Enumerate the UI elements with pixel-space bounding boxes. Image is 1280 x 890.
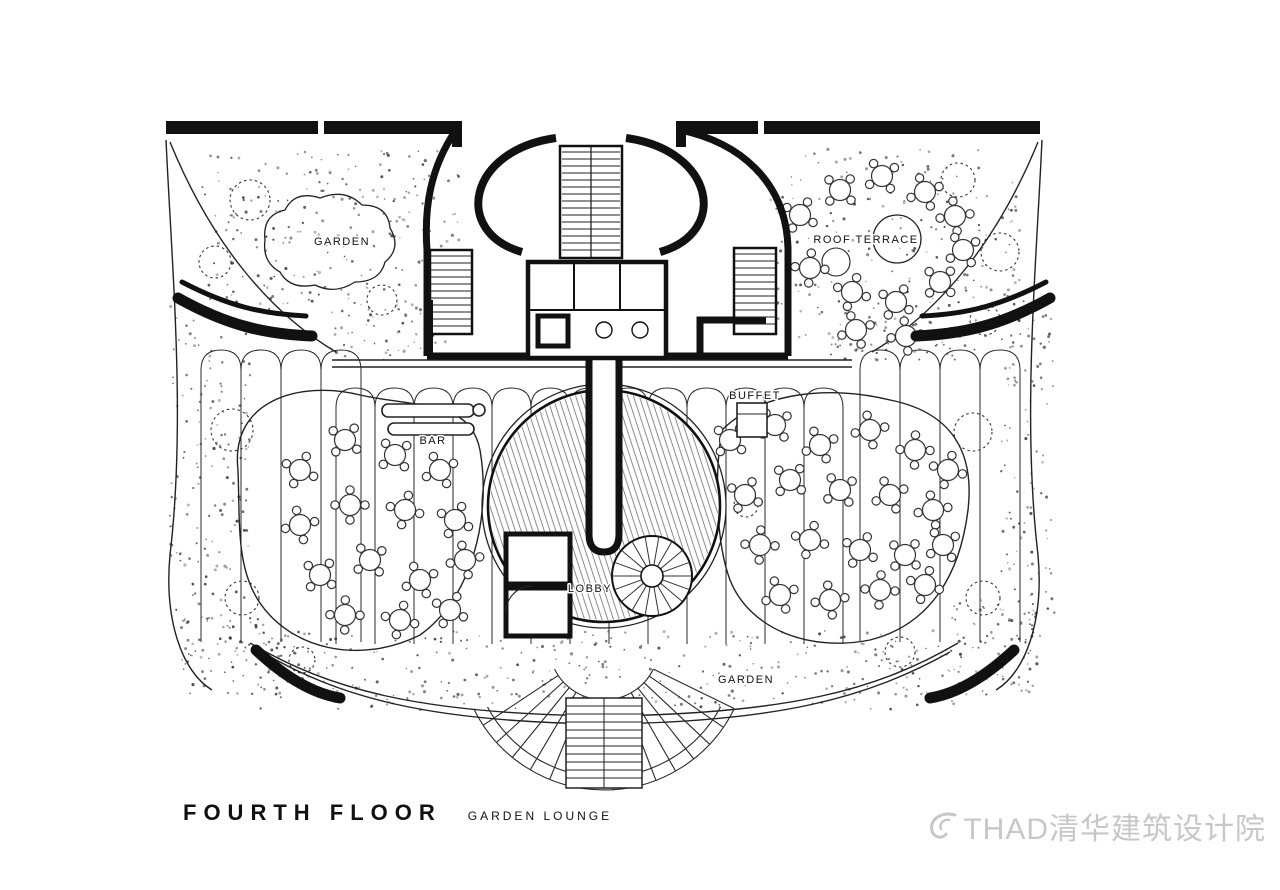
- service-core: [422, 126, 792, 361]
- garden-upper-label: GARDEN: [314, 236, 370, 248]
- floor-title: FOURTH FLOOR: [183, 800, 442, 825]
- curved-heavy-walls: [172, 279, 1056, 704]
- bar-label: BAR: [419, 435, 446, 447]
- lobby-door-arc: [505, 585, 533, 613]
- floor-subtitle: GARDEN LOUNGE: [467, 809, 613, 823]
- buffet-label: BUFFET: [729, 390, 781, 402]
- rotunda-wall-channel: [585, 356, 623, 556]
- stair-treads: [431, 151, 775, 327]
- garden-lower-label: GARDEN: [718, 674, 774, 686]
- lobby-label: LOBBY: [568, 583, 612, 595]
- terrace-feature-circle: [872, 214, 922, 264]
- terrace-feature-circle-small: [821, 247, 851, 277]
- perimeter-walls: [166, 121, 1040, 147]
- spiral-stair-treads: [612, 536, 692, 616]
- watermark-text: THAD清华建筑设计院: [963, 813, 1266, 846]
- title-block: FOURTH FLOOR GARDEN LOUNGE: [183, 800, 612, 826]
- arch-lobes: [200, 349, 1021, 644]
- buffet-station: [736, 402, 768, 438]
- upper-garden-bed: [263, 193, 396, 290]
- roof-terrace-label: ROOF TERRACE: [813, 234, 918, 246]
- deck-ladder-rungs: [566, 698, 642, 788]
- watermark-logo-icon: [930, 812, 957, 839]
- seating-tables: [280, 158, 981, 640]
- lobby-rooms: [503, 531, 573, 639]
- spiral-stair-core: [640, 564, 664, 588]
- plan-labels: GARDEN ROOF TERRACE BUFFET BAR LOBBY GAR…: [312, 233, 918, 688]
- bar-counter: [381, 403, 486, 436]
- watermark: THAD清华建筑设计院: [925, 804, 1266, 848]
